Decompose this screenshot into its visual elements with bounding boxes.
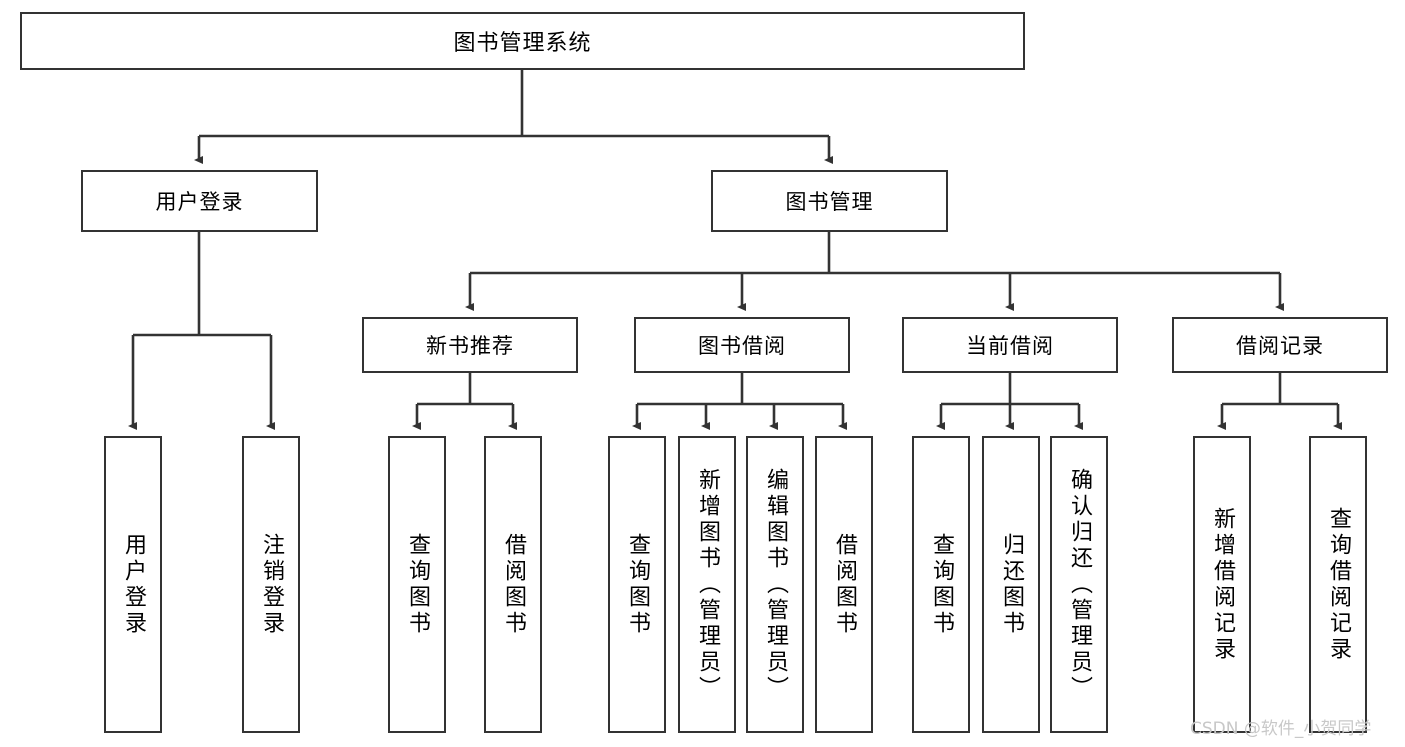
node-leaf-query-book-3-label: 查询图书 (928, 532, 954, 637)
node-leaf-query-book-1[interactable]: 查询图书 (388, 436, 446, 733)
node-book-management-label: 图书管理 (785, 190, 874, 214)
node-user-login[interactable]: 用户登录 (81, 170, 318, 232)
watermark: CSDN @软件_小贺同学 (1190, 719, 1372, 739)
node-book-borrow-label: 图书借阅 (698, 334, 786, 358)
node-leaf-logout[interactable]: 注销登录 (242, 436, 300, 733)
node-leaf-borrow-book-1-label: 借阅图书 (500, 532, 526, 637)
node-borrow-record-label: 借阅记录 (1236, 334, 1324, 358)
node-leaf-add-book[interactable]: 新增图书（管理员） (678, 436, 736, 733)
node-leaf-borrow-book-2[interactable]: 借阅图书 (815, 436, 873, 733)
node-book-management[interactable]: 图书管理 (711, 170, 948, 232)
node-borrow-record[interactable]: 借阅记录 (1172, 317, 1388, 373)
node-leaf-edit-book[interactable]: 编辑图书（管理员） (746, 436, 804, 733)
node-new-book-recommend-label: 新书推荐 (426, 334, 514, 358)
node-current-borrow-label: 当前借阅 (966, 334, 1054, 358)
node-leaf-add-book-label: 新增图书（管理员） (694, 467, 720, 702)
node-book-borrow[interactable]: 图书借阅 (634, 317, 850, 373)
node-leaf-query-book-1-label: 查询图书 (404, 532, 430, 637)
node-leaf-return-book-label: 归还图书 (998, 532, 1024, 637)
node-leaf-return-book[interactable]: 归还图书 (982, 436, 1040, 733)
node-leaf-add-record[interactable]: 新增借阅记录 (1193, 436, 1251, 733)
node-leaf-edit-book-label: 编辑图书（管理员） (762, 467, 788, 702)
node-leaf-user-login-label: 用户登录 (120, 532, 146, 637)
node-leaf-borrow-book-1[interactable]: 借阅图书 (484, 436, 542, 733)
node-root[interactable]: 图书管理系统 (20, 12, 1025, 70)
node-new-book-recommend[interactable]: 新书推荐 (362, 317, 578, 373)
node-leaf-query-book-2-label: 查询图书 (624, 532, 650, 637)
node-root-label: 图书管理系统 (453, 31, 592, 56)
node-leaf-query-record-label: 查询借阅记录 (1325, 506, 1351, 663)
node-user-login-label: 用户登录 (155, 190, 244, 214)
node-leaf-add-record-label: 新增借阅记录 (1209, 506, 1235, 663)
node-leaf-borrow-book-2-label: 借阅图书 (831, 532, 857, 637)
node-leaf-confirm-return-label: 确认归还（管理员） (1066, 467, 1092, 702)
node-leaf-query-record[interactable]: 查询借阅记录 (1309, 436, 1367, 733)
node-leaf-logout-label: 注销登录 (258, 532, 284, 637)
node-leaf-user-login[interactable]: 用户登录 (104, 436, 162, 733)
node-leaf-query-book-2[interactable]: 查询图书 (608, 436, 666, 733)
node-leaf-confirm-return[interactable]: 确认归还（管理员） (1050, 436, 1108, 733)
node-current-borrow[interactable]: 当前借阅 (902, 317, 1118, 373)
node-leaf-query-book-3[interactable]: 查询图书 (912, 436, 970, 733)
